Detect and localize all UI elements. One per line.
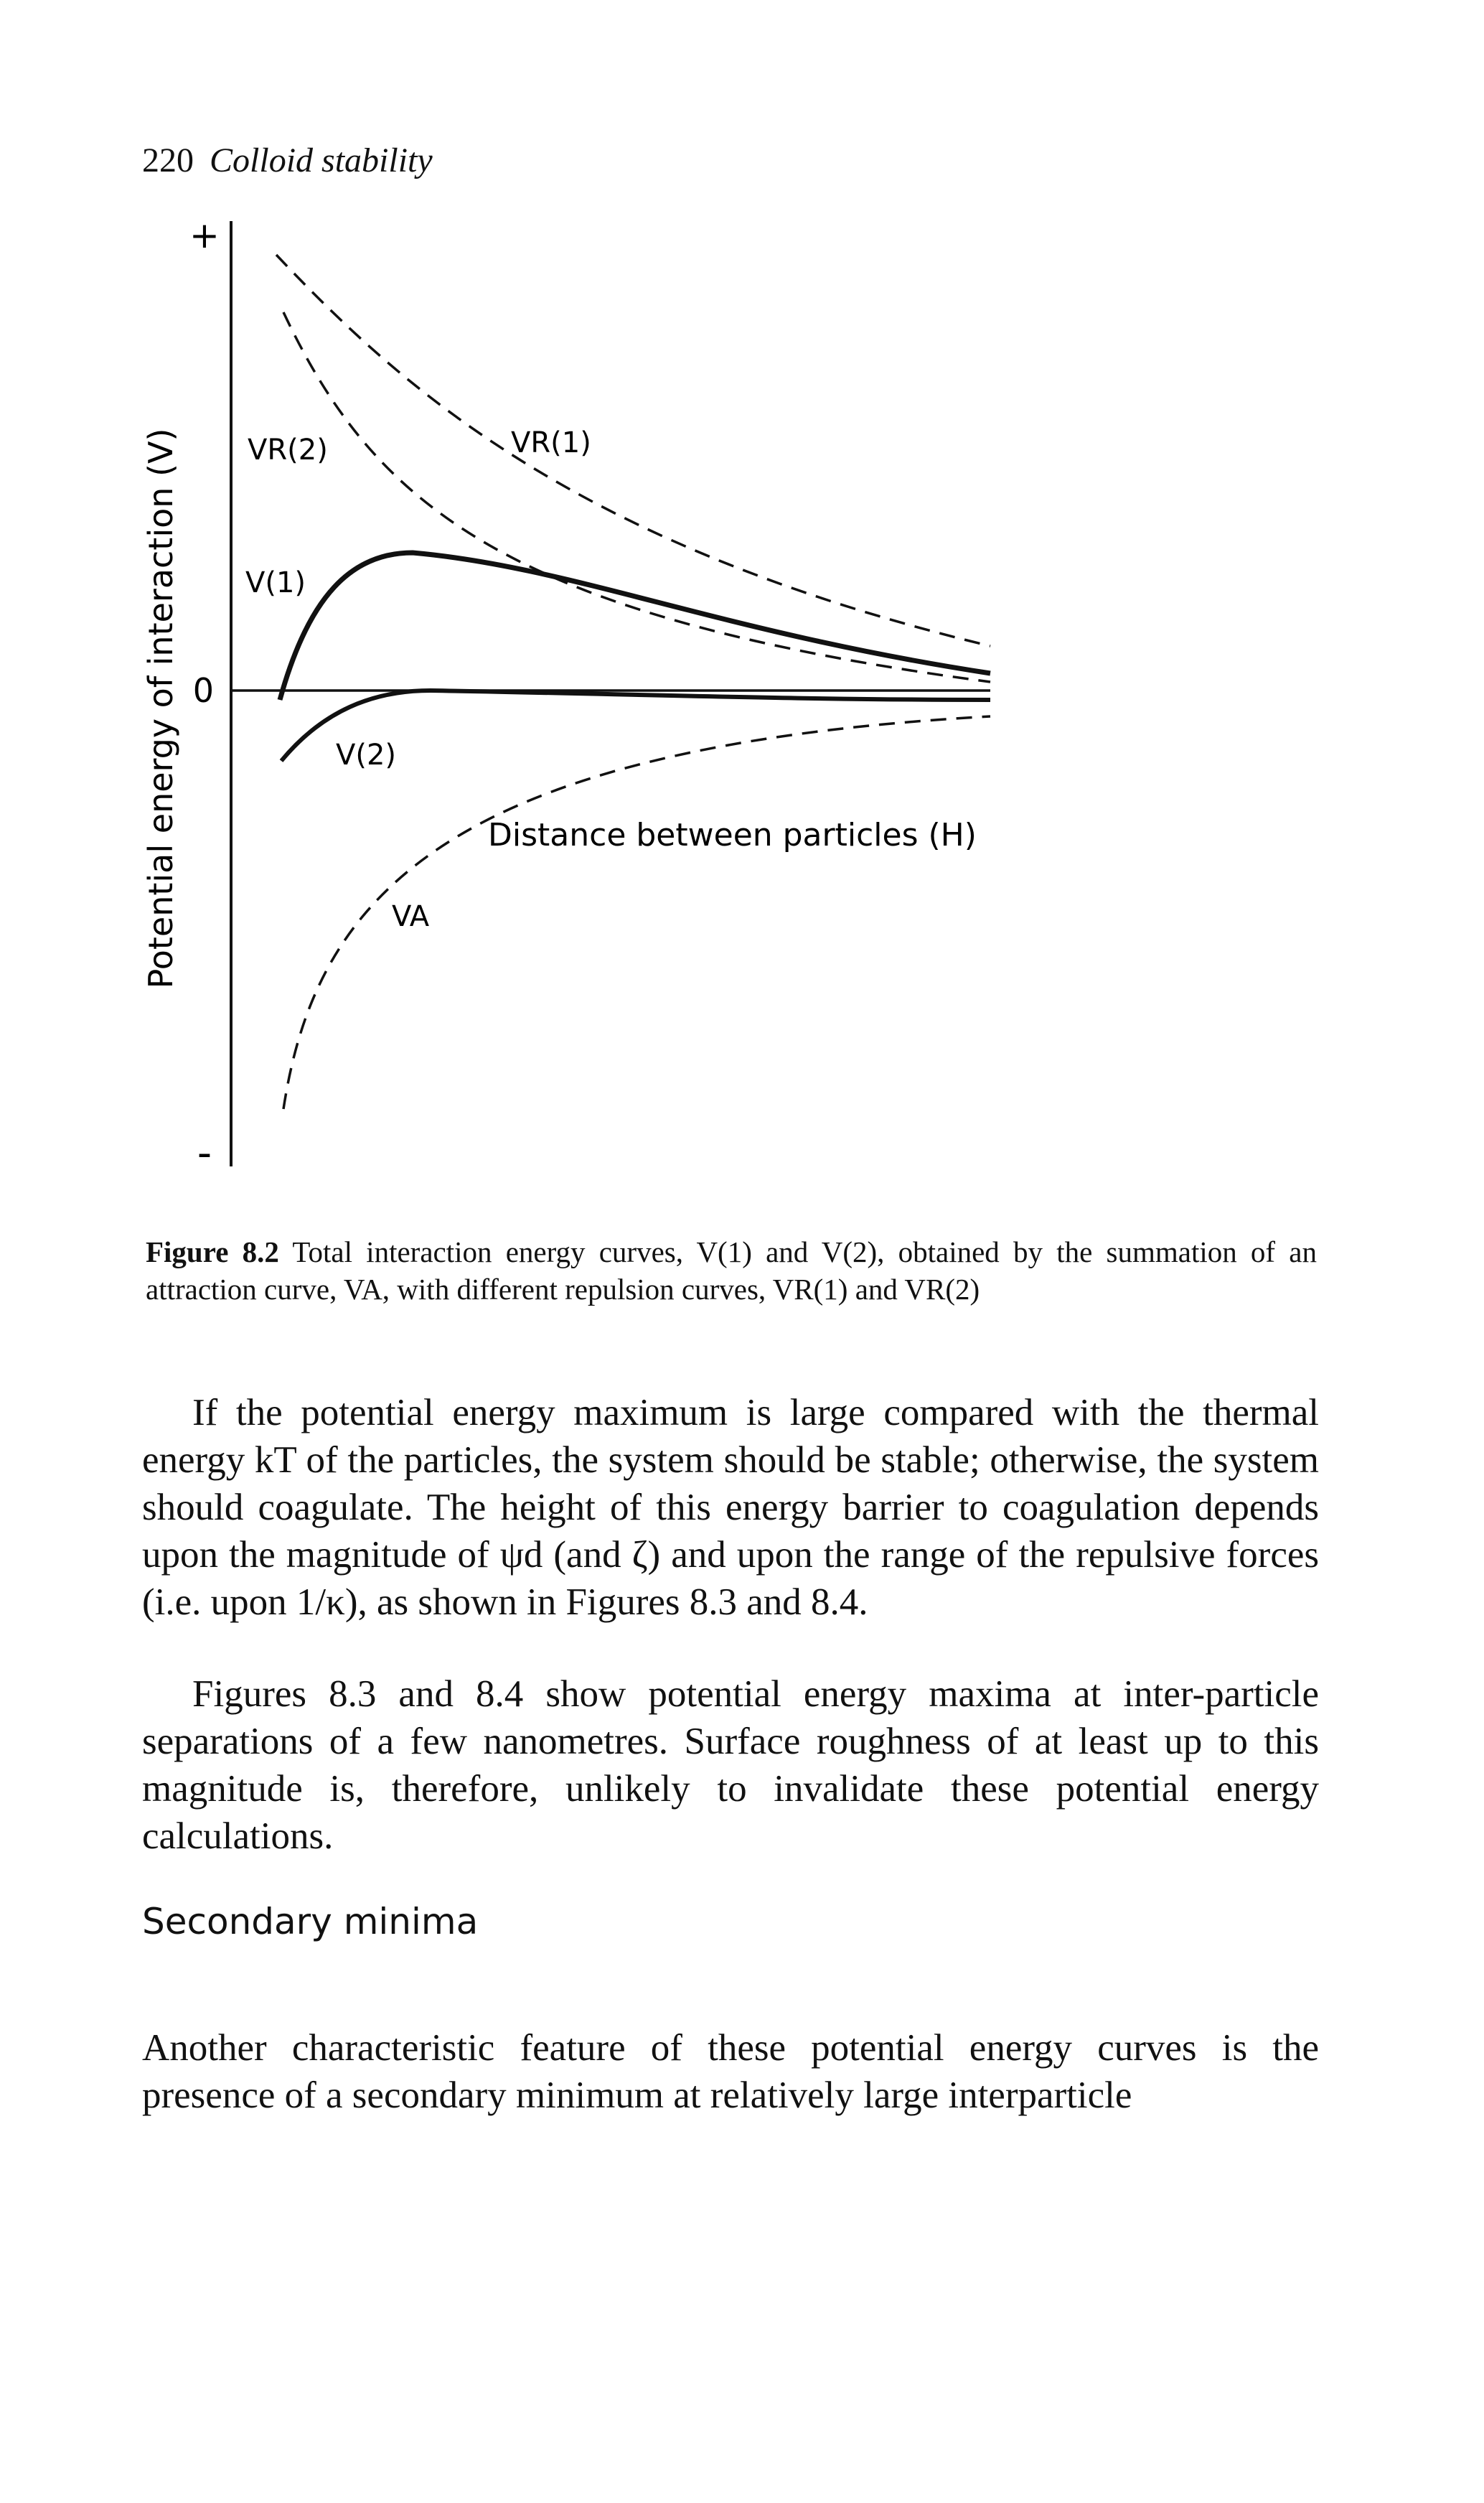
va-label: VA	[392, 900, 430, 933]
v1-curve	[277, 550, 991, 701]
running-header: 220 Colloid stability	[142, 141, 433, 180]
page-number: 220	[142, 141, 194, 179]
va-curve	[282, 715, 991, 1110]
vr1-label: VR(1)	[511, 426, 591, 459]
body-paragraph-1: If the potential energy maximum is large…	[142, 1392, 1319, 1623]
vr2-curve	[282, 312, 991, 683]
vr2-label: VR(2)	[248, 434, 328, 467]
section-heading: Secondary minima	[142, 1901, 479, 1942]
x-axis-title: Distance between particles (H)	[488, 817, 977, 853]
caption-text: Total interaction energy curves, V(1) an…	[146, 1235, 1317, 1306]
y-axis-minus: -	[197, 1130, 212, 1176]
figure-caption: Figure 8.2 Total interaction energy curv…	[146, 1233, 1317, 1308]
running-title: Colloid stability	[210, 141, 433, 179]
caption-lead: Figure 8.2	[146, 1235, 279, 1268]
y-axis-plus: +	[189, 215, 220, 256]
vr1-curve	[275, 253, 991, 647]
v1-label: V(1)	[245, 566, 306, 599]
v2-label: V(2)	[336, 739, 396, 772]
body-paragraph-3: Another characteristic feature of these …	[142, 2027, 1319, 2116]
body-paragraph-2: Figures 8.3 and 8.4 show potential energ…	[142, 1673, 1319, 1857]
y-axis-zero-label: 0	[193, 671, 214, 710]
v2-curve	[279, 688, 991, 762]
energy-curves-figure: + - 0 Potential energy of interaction (V…	[141, 215, 991, 1176]
y-axis-title: Potential energy of interaction (V)	[141, 429, 180, 989]
